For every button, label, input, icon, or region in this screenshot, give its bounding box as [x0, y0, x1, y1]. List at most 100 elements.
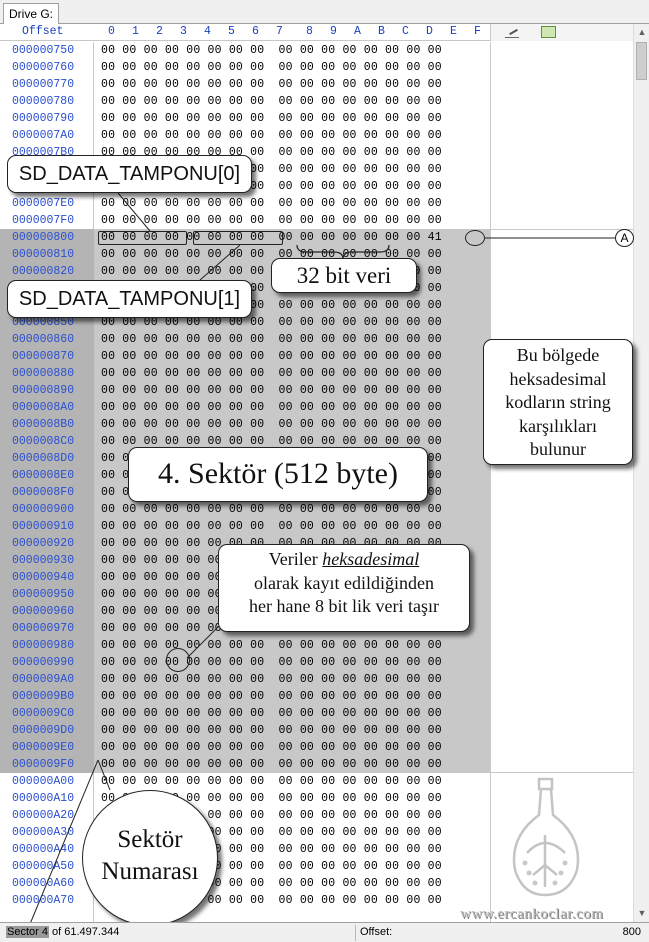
row-offset: 0000008E0	[12, 469, 75, 482]
row-bytes[interactable]: 00 00 00 00 00 00 00 00 00 00 00 00 00 0…	[101, 367, 442, 380]
status-separator	[355, 925, 356, 941]
byte-41-circle	[465, 230, 485, 246]
hex-row[interactable]: 000000880 00 00 00 00 00 00 00 00 00 00 0…	[0, 365, 490, 382]
row-bytes[interactable]: 00 00 00 00 00 00 00 00 00 00 00 00 00 0…	[101, 656, 442, 669]
column-header-0: 0	[108, 25, 115, 38]
row-bytes[interactable]: 00 00 00 00 00 00 00 00 00 00 00 00 00 0…	[101, 707, 442, 720]
row-bytes[interactable]: 00 00 00 00 00 00 00 00 00 00 00 00 00 0…	[101, 503, 442, 516]
callout-veriler: Veriler heksadesimal olarak kayıt edildi…	[218, 544, 470, 632]
row-offset: 000000790	[12, 112, 75, 125]
row-bytes[interactable]: 00 00 00 00 00 00 00 00 00 00 00 00 00 0…	[101, 724, 442, 737]
row-offset: 000000A70	[12, 894, 75, 907]
scroll-up-arrow-icon[interactable]: ▲	[637, 27, 647, 37]
row-offset: 000000A20	[12, 809, 75, 822]
column-header-C: C	[402, 25, 409, 38]
hex-row[interactable]: 000000890 00 00 00 00 00 00 00 00 00 00 0…	[0, 382, 490, 399]
row-bytes[interactable]: 00 00 00 00 00 00 00 00 00 00 00 00 00 0…	[101, 384, 442, 397]
row-offset: 000000A00	[12, 775, 75, 788]
callout-text: Veriler	[268, 549, 323, 569]
row-bytes[interactable]: 00 00 00 00 00 00 00 00 00 00 00 00 00 0…	[101, 197, 442, 210]
row-offset: 0000009D0	[12, 724, 75, 737]
row-bytes[interactable]: 00 00 00 00 00 00 00 00 00 00 00 00 00 0…	[101, 61, 442, 74]
callout-line: Numarası	[101, 858, 199, 885]
row-bytes[interactable]: 00 00 00 00 00 00 00 00 00 00 00 00 00 0…	[101, 350, 442, 363]
row-bytes[interactable]: 00 00 00 00 00 00 00 00 00 00 00 00 00 0…	[101, 418, 442, 431]
tab-drive-g[interactable]: Drive G:	[3, 3, 59, 25]
hex-row[interactable]: 000000790 00 00 00 00 00 00 00 00 00 00 0…	[0, 110, 490, 127]
row-offset: 000000760	[12, 61, 75, 74]
pen-icon[interactable]	[505, 27, 519, 38]
sector-4-offset-highlight	[0, 229, 94, 773]
row-bytes[interactable]: 00 00 00 00 00 00 00 00 00 00 00 00 00 0…	[101, 435, 442, 448]
hex-row[interactable]: 0000009D0 00 00 00 00 00 00 00 00 00 00 0…	[0, 722, 490, 739]
callout-line: bulunur	[530, 439, 586, 459]
callout-sd-data-tamponu-0: SD_DATA_TAMPONU[0]	[7, 155, 252, 193]
status-offset-label: Offset:	[360, 926, 393, 938]
image-icon[interactable]	[541, 26, 556, 38]
hex-row[interactable]: 000000A00 00 00 00 00 00 00 00 00 00 00 0…	[0, 773, 490, 790]
row-bytes[interactable]: 00 00 00 00 00 00 00 00 00 00 00 00 00 0…	[101, 44, 442, 57]
row-bytes[interactable]: 00 00 00 00 00 00 00 00 00 00 00 00 00 0…	[101, 401, 442, 414]
row-bytes[interactable]: 00 00 00 00 00 00 00 00 00 00 00 00 00 0…	[101, 639, 442, 652]
row-offset: 0000007E0	[12, 197, 75, 210]
row-bytes[interactable]: 00 00 00 00 00 00 00 00 00 00 00 00 00 0…	[101, 333, 442, 346]
callout-32-bit-veri: 32 bit veri	[271, 258, 417, 293]
ercankoclar-logo-icon	[512, 777, 580, 897]
vertical-scrollbar[interactable]: ▲ ▼	[633, 24, 649, 922]
row-bytes[interactable]: 00 00 00 00 00 00 00 00 00 00 00 00 00 0…	[101, 520, 442, 533]
watermark: www.ercankoclar.com	[460, 906, 604, 922]
row-bytes[interactable]: 00 00 00 00 00 00 00 00 00 00 00 00 00 0…	[101, 214, 442, 227]
row-bytes[interactable]: 00 00 00 00 00 00 00 00 00 00 00 00 00 0…	[101, 129, 442, 142]
row-bytes[interactable]: 00 00 00 00 00 00 00 00 00 00 00 00 00 0…	[101, 690, 442, 703]
row-offset: 000000990	[12, 656, 75, 669]
column-header-1: 1	[132, 25, 139, 38]
row-offset: 000000A10	[12, 792, 75, 805]
hex-row[interactable]: 000000990 00 00 00 00 00 00 00 00 00 00 0…	[0, 654, 490, 671]
hex-row[interactable]: 0000007E0 00 00 00 00 00 00 00 00 00 00 0…	[0, 195, 490, 212]
row-bytes[interactable]: 00 00 00 00 00 00 00 00 00 00 00 00 00 0…	[101, 231, 442, 244]
row-offset: 000000890	[12, 384, 75, 397]
hex-row[interactable]: 000000760 00 00 00 00 00 00 00 00 00 00 0…	[0, 59, 490, 76]
scroll-down-arrow-icon[interactable]: ▼	[637, 908, 647, 918]
row-offset: 000000880	[12, 367, 75, 380]
scroll-thumb[interactable]	[636, 42, 647, 80]
status-offset-value: 800	[622, 926, 641, 938]
row-bytes[interactable]: 00 00 00 00 00 00 00 00 00 00 00 00 00 0…	[101, 95, 442, 108]
row-bytes[interactable]: 00 00 00 00 00 00 00 00 00 00 00 00 00 0…	[101, 112, 442, 125]
row-bytes[interactable]: 00 00 00 00 00 00 00 00 00 00 00 00 00 0…	[101, 758, 442, 771]
status-sector-highlight: Sector 4	[6, 926, 49, 938]
row-bytes[interactable]: 00 00 00 00 00 00 00 00 00 00 00 00 00 0…	[101, 78, 442, 91]
row-bytes[interactable]: 00 00 00 00 00 00 00 00 00 00 00 00 00 0…	[101, 741, 442, 754]
row-bytes[interactable]: 00 00 00 00 00 00 00 00 00 00 00 00 00 0…	[101, 316, 442, 329]
row-bytes[interactable]: 00 00 00 00 00 00 00 00 00 00 00 00 00 0…	[101, 775, 442, 788]
row-bytes[interactable]: 00 00 00 00 00 00 00 00 00 00 00 00 00 0…	[101, 673, 442, 686]
